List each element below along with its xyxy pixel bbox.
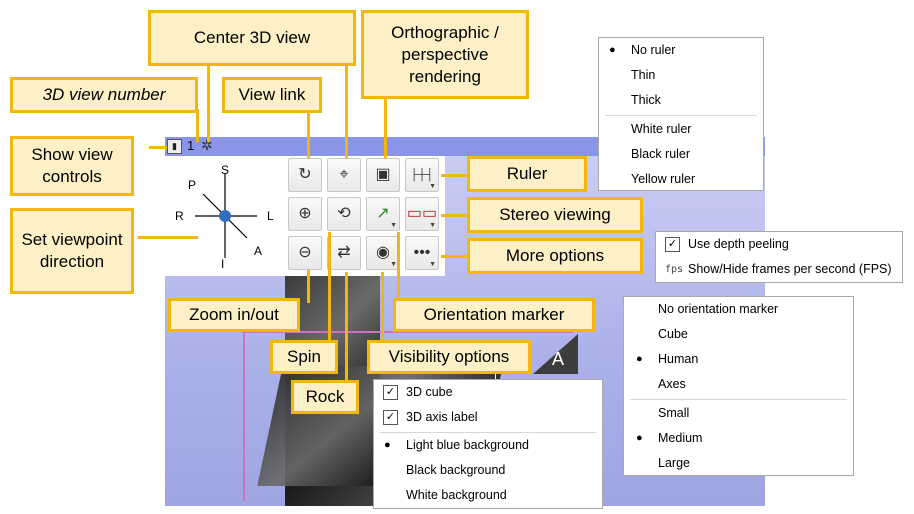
callout-set-viewpoint: Set viewpoint direction bbox=[10, 208, 134, 294]
connector bbox=[307, 113, 310, 158]
selected-bullet-icon: ● bbox=[609, 44, 616, 56]
visibility-options-button[interactable]: ◉▼ bbox=[366, 236, 400, 270]
connector bbox=[149, 146, 167, 149]
connector bbox=[207, 66, 210, 142]
fps-icon: fps bbox=[665, 264, 684, 275]
checkbox-icon[interactable]: ✓ bbox=[665, 237, 680, 252]
menu-item-large[interactable]: Large bbox=[658, 456, 690, 470]
center-3d-view-button[interactable]: ⌖ bbox=[327, 158, 361, 192]
menu-item-black-ruler[interactable]: Black ruler bbox=[631, 147, 691, 161]
menu-item-3d-cube[interactable]: ✓3D cube bbox=[374, 380, 602, 405]
connector bbox=[328, 232, 331, 340]
cube-edge bbox=[243, 331, 573, 333]
selected-bullet-icon: ● bbox=[636, 353, 643, 365]
callout-3d-view-number: 3D view number bbox=[10, 77, 198, 113]
connector bbox=[441, 214, 471, 217]
view-number: 1 bbox=[187, 138, 195, 153]
menu-separator bbox=[605, 115, 757, 116]
callout-visibility-options: Visibility options bbox=[367, 340, 531, 374]
menu-item-cube[interactable]: Cube bbox=[658, 327, 688, 341]
compass-p[interactable]: P bbox=[188, 178, 197, 192]
callout-zoom: Zoom in/out bbox=[168, 298, 300, 332]
menu-item-3d-axis-label[interactable]: ✓3D axis label bbox=[374, 405, 602, 430]
spin-button[interactable]: ⟲ bbox=[327, 197, 361, 231]
menu-item-human[interactable]: ●Human bbox=[624, 347, 853, 372]
connector bbox=[381, 272, 384, 344]
menu-item-white-ruler[interactable]: White ruler bbox=[631, 122, 692, 136]
callout-orientation-marker: Orientation marker bbox=[393, 298, 595, 332]
menu-separator bbox=[380, 432, 596, 433]
compass-l[interactable]: L bbox=[267, 209, 274, 223]
checkbox-icon[interactable]: ✓ bbox=[383, 385, 398, 400]
callout-stereo-viewing: Stereo viewing bbox=[467, 197, 643, 233]
more-options-button[interactable]: •••▼ bbox=[405, 236, 439, 270]
connector bbox=[345, 59, 348, 158]
checkbox-icon[interactable]: ✓ bbox=[383, 410, 398, 425]
menu-item-white-background[interactable]: White background bbox=[406, 488, 507, 502]
connector bbox=[441, 174, 471, 177]
selected-bullet-icon: ● bbox=[636, 432, 643, 444]
viewpoint-compass[interactable]: S P R L A I bbox=[175, 160, 275, 271]
ortho-perspective-button[interactable]: ▣ bbox=[366, 158, 400, 192]
menu-item-no-orientation-marker[interactable]: No orientation marker bbox=[658, 302, 779, 316]
menu-item-black-background[interactable]: Black background bbox=[406, 463, 506, 477]
connector bbox=[307, 270, 310, 303]
orientation-marker bbox=[533, 334, 578, 374]
menu-item-light-blue-background[interactable]: ●Light blue background bbox=[374, 433, 602, 458]
callout-spin: Spin bbox=[270, 340, 338, 374]
callout-show-view-controls: Show view controls bbox=[10, 136, 134, 196]
compass-a[interactable]: A bbox=[254, 244, 263, 258]
pin-icon[interactable]: ▮ bbox=[167, 139, 182, 154]
connector bbox=[441, 255, 471, 258]
menu-item-no-ruler[interactable]: ●No ruler bbox=[599, 38, 763, 63]
cube-edge bbox=[243, 331, 245, 501]
compass-r[interactable]: R bbox=[175, 209, 184, 223]
menu-item-depth-peeling[interactable]: ✓Use depth peeling bbox=[656, 232, 902, 257]
connector bbox=[397, 232, 400, 302]
connector bbox=[196, 109, 199, 142]
orientation-marker-menu: No orientation marker Cube ●Human Axes S… bbox=[623, 296, 854, 476]
rock-button[interactable]: ⇄ bbox=[327, 236, 361, 270]
ruler-menu: ●No ruler Thin Thick White ruler Black r… bbox=[598, 37, 764, 191]
connector bbox=[384, 99, 387, 158]
connector bbox=[345, 272, 348, 380]
orientation-marker-button[interactable]: ↗▼ bbox=[366, 197, 400, 231]
ruler-button[interactable]: ├┼┤▼ bbox=[405, 158, 439, 192]
center-view-icon[interactable]: ✲ bbox=[201, 137, 213, 153]
menu-item-yellow-ruler[interactable]: Yellow ruler bbox=[631, 172, 696, 186]
menu-item-thick[interactable]: Thick bbox=[631, 93, 661, 107]
callout-more-options: More options bbox=[467, 238, 643, 274]
menu-item-axes[interactable]: Axes bbox=[658, 377, 686, 391]
stereo-viewing-button[interactable]: ▭▭▼ bbox=[405, 197, 439, 231]
visibility-options-menu: ✓3D cube ✓3D axis label ●Light blue back… bbox=[373, 379, 603, 509]
callout-ruler: Ruler bbox=[467, 156, 587, 192]
callout-ortho-perspective: Orthographic / perspective rendering bbox=[361, 10, 529, 99]
selected-bullet-icon: ● bbox=[384, 439, 391, 451]
zoom-out-button[interactable]: ⊖ bbox=[288, 236, 322, 270]
compass-icon bbox=[195, 174, 257, 258]
menu-item-thin[interactable]: Thin bbox=[631, 68, 656, 82]
callout-center-3d-view: Center 3D view bbox=[148, 10, 356, 66]
corner-label: A bbox=[552, 349, 565, 369]
callout-rock: Rock bbox=[291, 380, 359, 414]
menu-item-small[interactable]: Small bbox=[658, 406, 690, 420]
callout-view-link: View link bbox=[222, 77, 322, 113]
connector bbox=[138, 236, 198, 239]
menu-separator bbox=[630, 399, 847, 400]
menu-item-medium[interactable]: ●Medium bbox=[624, 426, 853, 451]
zoom-in-button[interactable]: ⊕ bbox=[288, 197, 322, 231]
compass-i[interactable]: I bbox=[221, 257, 225, 271]
compass-s[interactable]: S bbox=[221, 163, 230, 177]
view-link-button[interactable]: ↻ bbox=[288, 158, 322, 192]
